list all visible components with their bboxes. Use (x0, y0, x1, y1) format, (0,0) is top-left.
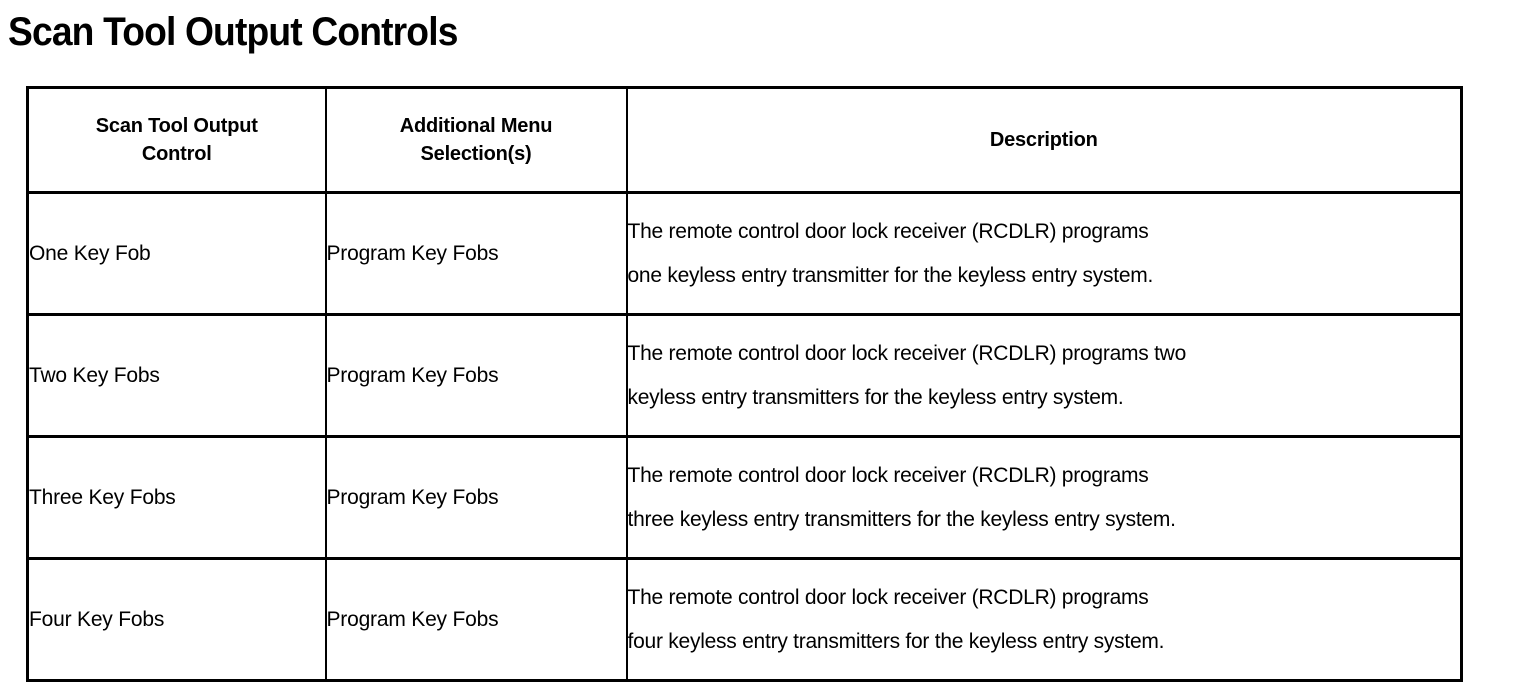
scan-tool-output-controls-table: Scan Tool Output Control Additional Menu… (26, 86, 1463, 682)
description-line-1: The remote control door lock receiver (R… (627, 463, 1149, 487)
cell-control: Four Key Fobs (26, 557, 327, 682)
cell-menu-selection: Program Key Fobs (324, 557, 628, 682)
table-row: One Key Fob Program Key Fobs The remote … (26, 191, 1463, 316)
cell-description: The remote control door lock receiver (R… (625, 557, 1463, 682)
description-line-2: three keyless entry transmitters for the… (627, 507, 1176, 531)
cell-control: Two Key Fobs (26, 313, 327, 438)
cell-control: Three Key Fobs (26, 435, 327, 560)
description-line-2: one keyless entry transmitter for the ke… (627, 263, 1154, 287)
column-header-menu-line-1: Additional Menu (399, 115, 553, 137)
description-line-2: keyless entry transmitters for the keyle… (627, 385, 1124, 409)
cell-description: The remote control door lock receiver (R… (625, 313, 1463, 438)
description-line-1: The remote control door lock receiver (R… (627, 585, 1149, 609)
description-line-1: The remote control door lock receiver (R… (627, 341, 1187, 365)
table-header: Scan Tool Output Control Additional Menu… (26, 86, 1463, 194)
scan-tool-output-controls-table-wrapper: Scan Tool Output Control Additional Menu… (26, 86, 1463, 682)
column-header-scan-tool-output-control: Scan Tool Output Control (26, 86, 327, 194)
cell-menu-selection: Program Key Fobs (324, 313, 628, 438)
description-line-2: four keyless entry transmitters for the … (627, 629, 1165, 653)
cell-control: One Key Fob (26, 191, 327, 316)
description-line-1: The remote control door lock receiver (R… (627, 219, 1149, 243)
cell-menu-selection: Program Key Fobs (324, 435, 628, 560)
column-header-description: Description (625, 86, 1463, 194)
table-row: Four Key Fobs Program Key Fobs The remot… (26, 557, 1463, 682)
table-header-row: Scan Tool Output Control Additional Menu… (26, 86, 1463, 194)
table-body: One Key Fob Program Key Fobs The remote … (26, 191, 1463, 682)
cell-description: The remote control door lock receiver (R… (625, 435, 1463, 560)
column-header-control-line-1: Scan Tool Output (95, 115, 258, 137)
cell-menu-selection: Program Key Fobs (324, 191, 628, 316)
column-header-control-line-2: Control (141, 143, 212, 165)
cell-description: The remote control door lock receiver (R… (625, 191, 1463, 316)
table-row: Two Key Fobs Program Key Fobs The remote… (26, 313, 1463, 438)
page-title: Scan Tool Output Controls (8, 10, 458, 54)
column-header-additional-menu-selections: Additional Menu Selection(s) (324, 86, 628, 194)
column-header-menu-line-2: Selection(s) (420, 143, 532, 165)
table-row: Three Key Fobs Program Key Fobs The remo… (26, 435, 1463, 560)
